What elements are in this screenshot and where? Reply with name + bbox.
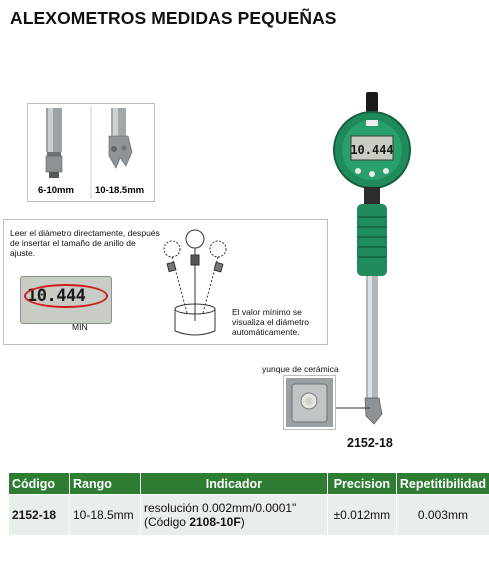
probe-label-large: 10-18.5mm xyxy=(95,185,144,196)
min-label: MIN xyxy=(72,322,88,332)
indicator-code-line: (Código 2108-10F) xyxy=(143,515,245,529)
ceramic-anvil-image xyxy=(286,378,333,427)
instruction-text-direct-read: Leer el diámetro directamente, después d… xyxy=(10,228,160,258)
table-header-row: Código Rango Indicador Precision Repetit… xyxy=(8,472,489,495)
indicator-code: 2108-10F xyxy=(189,515,241,529)
cell-code: 2152-18 xyxy=(8,494,70,536)
ceramic-anvil-panel xyxy=(283,375,336,430)
bore-gauge-image: 10.444 xyxy=(333,92,411,425)
probe-label-small: 6-10mm xyxy=(38,185,74,196)
page-title: ALEXOMETROS MEDIDAS PEQUEÑAS xyxy=(10,8,337,28)
cell-precision: ±0.012mm xyxy=(326,494,397,536)
table-row: 2152-18 10-18.5mm resolución 0.002mm/0.0… xyxy=(8,494,489,536)
indicator-resolution: resolución 0.002mm/0.0001" xyxy=(143,501,297,515)
cell-repeatability: 0.003mm xyxy=(395,494,489,536)
cell-range: 10-18.5mm xyxy=(68,494,141,536)
header-repetitibilidad: Repetitibilidad xyxy=(395,472,489,495)
header-rango: Rango xyxy=(68,472,141,495)
probe-photos-panel: 6-10mm 10-18.5mm xyxy=(27,103,155,202)
measurement-diagram xyxy=(163,229,227,336)
instructions-panel: Leer el diámetro directamente, después d… xyxy=(3,219,328,345)
ceramic-anvil-label: yunque de cerámica xyxy=(262,364,339,374)
header-codigo: Código xyxy=(8,472,70,495)
highlight-ring xyxy=(24,284,108,308)
lcd-display: 10.444 xyxy=(20,276,112,324)
cell-indicator: resolución 0.002mm/0.0001" (Código 2108-… xyxy=(139,494,328,536)
model-label: 2152-18 xyxy=(347,436,393,450)
anvil-pointer-line xyxy=(336,407,370,409)
spec-table: Código Rango Indicador Precision Repetit… xyxy=(8,472,489,536)
probe-tips-image: 6-10mm 10-18.5mm xyxy=(38,106,144,199)
header-precision: Precision xyxy=(326,472,397,495)
device-screen-reading: 10.444 xyxy=(350,143,393,157)
header-indicador: Indicador xyxy=(139,472,328,495)
instruction-text-min-value: El valor mínimo se visualiza el diámetro… xyxy=(232,307,310,337)
